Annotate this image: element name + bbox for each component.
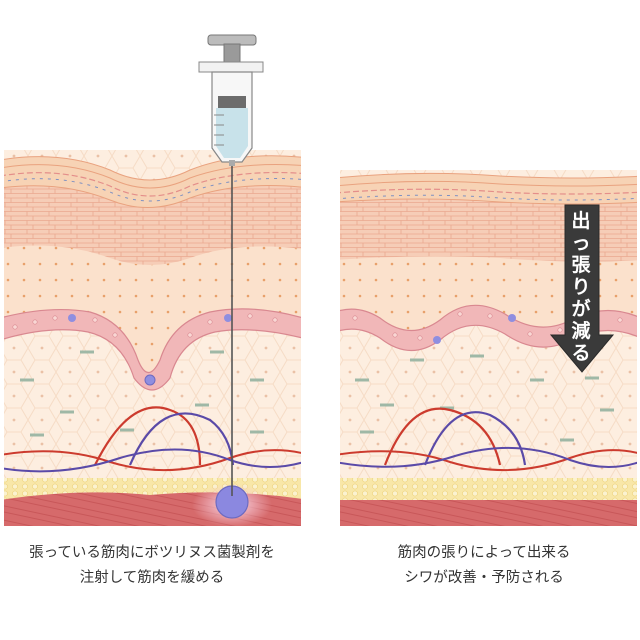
left-skin-panel <box>4 150 301 526</box>
left-caption: 張っている筋肉にボツリヌス菌製剤を 注射して筋肉を緩める <box>2 541 302 591</box>
right-caption: 筋肉の張りによって出来る シワが改善・予防される <box>334 541 634 591</box>
right-epidermis-top <box>340 172 637 205</box>
arrow-label: 出 っ 張 り が 減 る <box>568 210 594 364</box>
left-brick-layer <box>4 183 301 265</box>
left-nerve-blue-arc <box>128 412 235 466</box>
right-nerve-blue-arc <box>423 411 527 466</box>
right-nerve-red-arc <box>383 407 502 466</box>
left-basal-dip-cell <box>144 374 156 386</box>
left-nerve-blue-wave <box>4 448 301 473</box>
down-arrow-icon <box>549 204 615 373</box>
left-caption-line1: 張っている筋肉にボツリヌス菌製剤を <box>29 545 275 561</box>
arrow-label-char: が <box>571 298 591 320</box>
arrow-label-char: っ <box>571 232 591 254</box>
left-nerve-red-arc <box>94 406 202 466</box>
left-basal-layer <box>4 308 301 391</box>
left-caption-line2: 注射して筋肉を緩める <box>79 570 225 586</box>
arrow-label-char: 減 <box>571 320 591 342</box>
right-caption-line1: 筋肉の張りによって出来る <box>397 545 571 561</box>
left-nerve-red-wave <box>4 449 301 472</box>
right-caption-line2: シワが改善・予防される <box>404 570 564 586</box>
arrow-label-char: り <box>571 276 591 298</box>
arrow-label-char: 張 <box>571 254 591 276</box>
right-muscle <box>340 500 637 526</box>
right-nerve-red-wave <box>340 449 637 472</box>
arrow-label-char: る <box>571 342 591 364</box>
right-fat-layer <box>340 478 637 500</box>
right-nerve-blue-wave <box>340 446 637 468</box>
syringe-icon <box>198 34 264 166</box>
arrow-label-char: 出 <box>571 210 591 232</box>
right-brick-layer <box>340 197 637 262</box>
